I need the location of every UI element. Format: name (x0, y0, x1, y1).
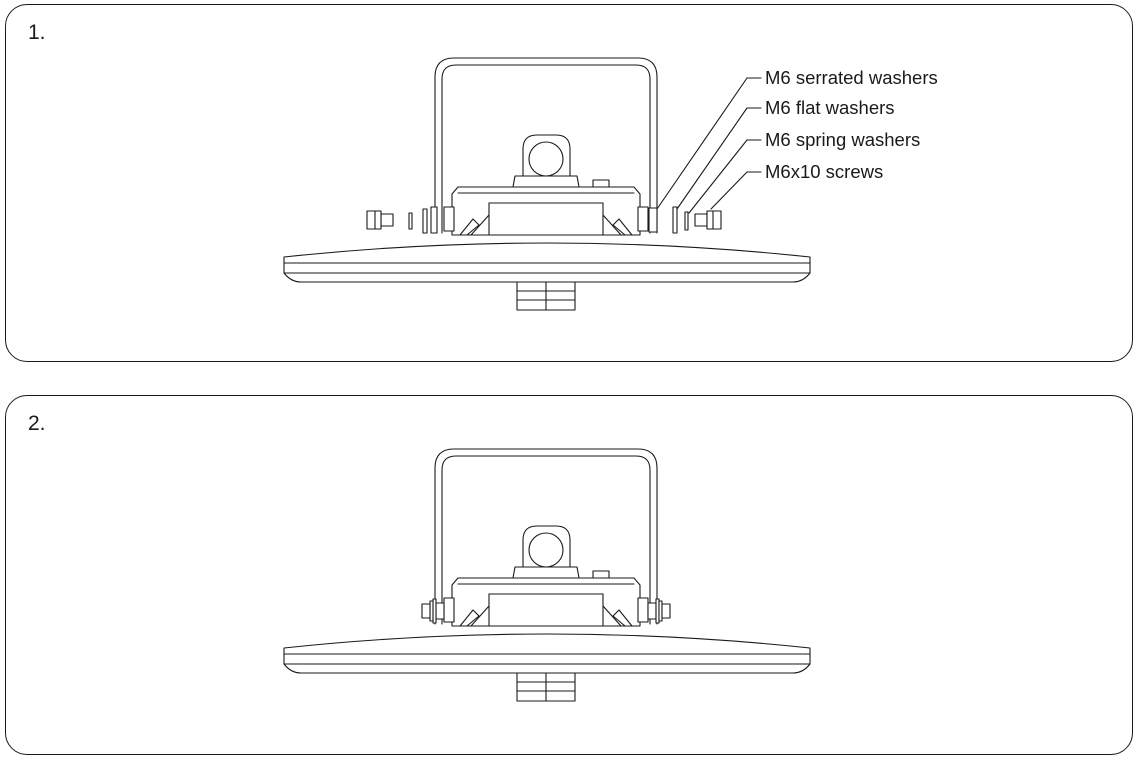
callout-screws: M6x10 screws (765, 161, 883, 182)
light-fixture-icon (283, 448, 811, 702)
spring-washer-icon (684, 211, 689, 231)
installed-fastener-right-icon (647, 598, 671, 624)
callout-leaders (656, 77, 762, 214)
callout-serrated-washers: M6 serrated washers (765, 67, 938, 88)
step-panel-2: 2. (5, 395, 1133, 755)
flat-washer-icon (422, 208, 428, 234)
serrated-washer-icon (430, 206, 438, 234)
left-fastener-group (366, 206, 438, 234)
screw-icon (366, 210, 394, 230)
step-number: 2. (28, 412, 46, 435)
step-number: 1. (28, 21, 46, 44)
assembled-diagram (283, 448, 811, 702)
installed-fastener-left-icon (421, 598, 445, 624)
step-panel-1: 1. (5, 4, 1133, 362)
flat-washer-icon (672, 206, 678, 234)
serrated-washer-icon (648, 207, 658, 233)
callout-spring-washers: M6 spring washers (765, 129, 920, 150)
exploded-assembly-diagram: M6 serrated washers M6 flat washers M6 s… (283, 57, 938, 311)
right-fastener-group (648, 206, 722, 234)
callout-flat-washers: M6 flat washers (765, 97, 895, 118)
screw-icon (694, 210, 722, 230)
light-fixture-icon (283, 57, 811, 311)
spring-washer-icon (408, 212, 413, 230)
